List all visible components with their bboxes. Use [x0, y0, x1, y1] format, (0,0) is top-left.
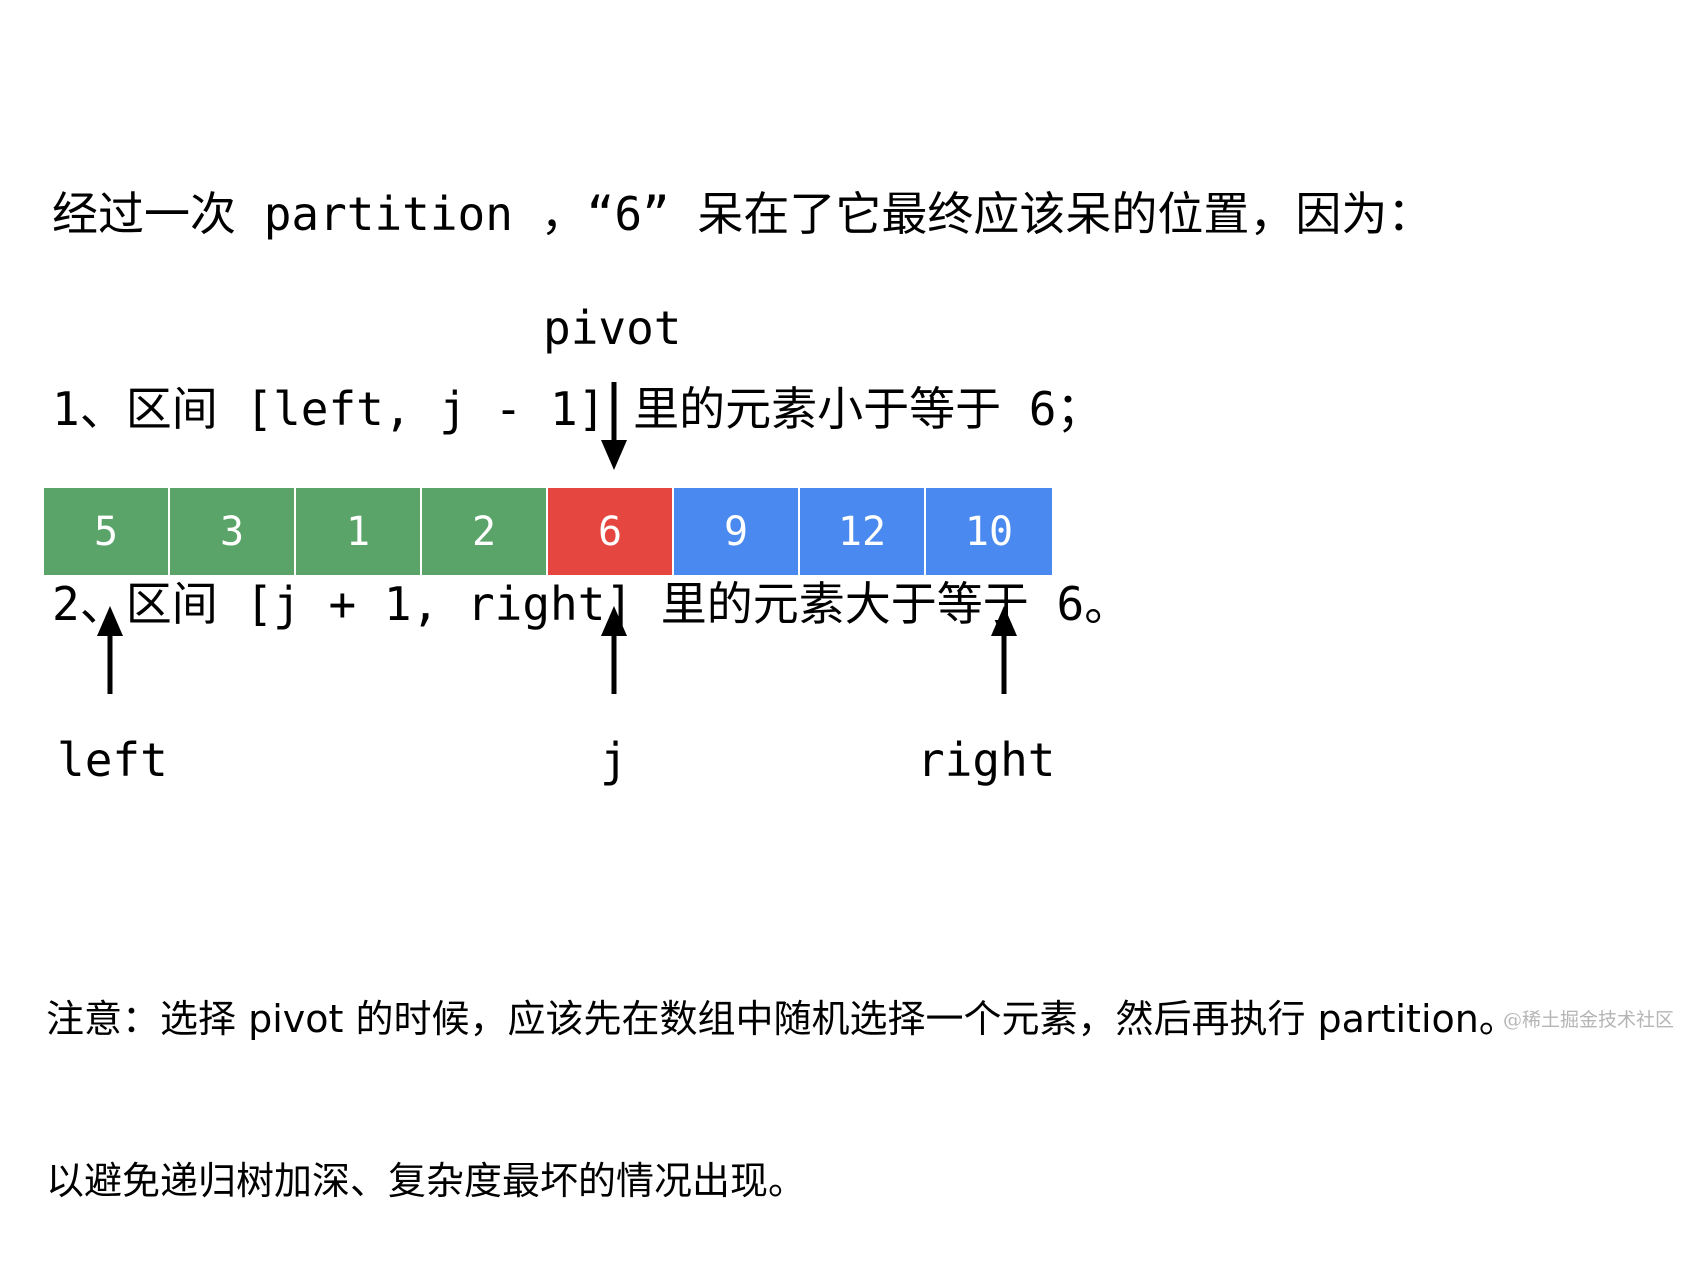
j-pointer-label: j	[600, 733, 628, 787]
array-cell-pivot: 6	[548, 488, 674, 575]
array-cell: 12	[800, 488, 926, 575]
right-arrow-icon	[991, 606, 1017, 694]
intro-text: 经过一次 partition ，“6” 呆在了它最终应该呆的位置，因为： 1、区…	[52, 52, 1433, 702]
pivot-label: pivot	[543, 301, 682, 355]
pivot-arrow-icon	[601, 382, 627, 470]
note-line-2: 以避免递归树加深、复杂度最坏的情况出现。	[46, 1159, 807, 1203]
array-cell: 5	[44, 488, 170, 575]
array-cell: 9	[674, 488, 800, 575]
array-cell: 3	[170, 488, 296, 575]
right-pointer-label: right	[917, 733, 1056, 787]
pointer-arrows	[97, 382, 1017, 694]
array-cell: 1	[296, 488, 422, 575]
array-cell: 10	[926, 488, 1052, 575]
left-pointer-label: left	[57, 733, 168, 787]
j-arrow-icon	[601, 606, 627, 694]
note-line-1: 注意：选择 pivot 的时候，应该先在数组中随机选择一个元素，然后再执行 pa…	[46, 997, 1517, 1041]
array-cell: 2	[422, 488, 548, 575]
left-arrow-icon	[97, 606, 123, 694]
intro-line-2: 1、区间 [left, j - 1] 里的元素小于等于 6；	[52, 382, 1103, 436]
array: 5 3 1 2 6 9 12 10	[44, 488, 1052, 575]
note-text: 注意：选择 pivot 的时候，应该先在数组中随机选择一个元素，然后再执行 pa…	[46, 884, 1517, 1262]
intro-line-1: 经过一次 partition ，“6” 呆在了它最终应该呆的位置，因为：	[52, 187, 1434, 241]
intro-line-3: 2、区间 [j + 1, right] 里的元素大于等于 6。	[52, 577, 1131, 631]
watermark: @稀土掘金技术社区	[1502, 1009, 1674, 1031]
